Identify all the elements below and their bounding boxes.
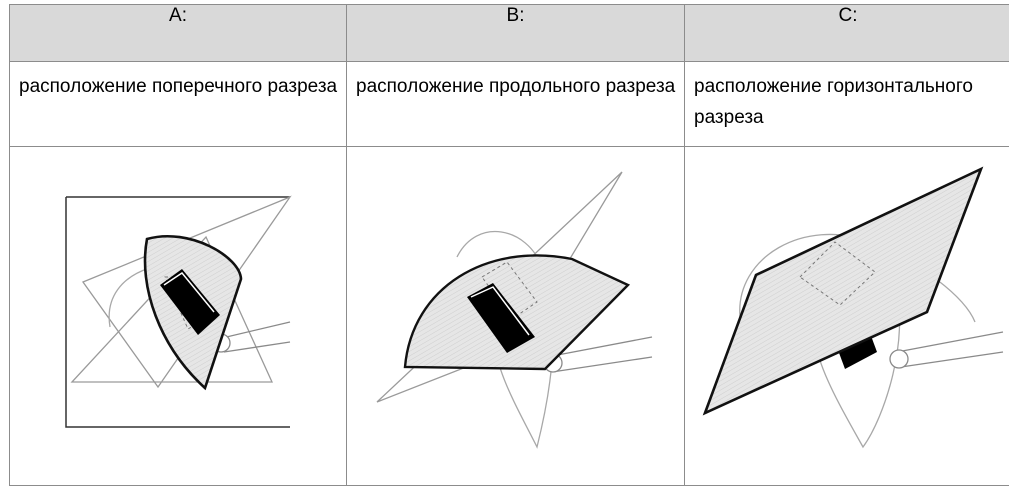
illustration-cell-a [9,146,347,486]
image-frame [65,196,290,428]
header-b: B: [346,4,685,62]
transverse-section-diagram [65,195,292,428]
transducer-head [889,349,909,369]
transverse-section-label: расположение поперечного разреза [19,76,338,97]
black-box [160,269,220,335]
black-box-highlight [163,271,215,313]
header-row: A: B: C: [9,4,1009,62]
horizontal-section-label: расположение горизонтального разреза [694,76,973,128]
longitudinal-section-label: расположение продольного разреза [356,76,676,97]
description-cell-a: расположение поперечного разреза [9,61,347,147]
description-cell-b: расположение продольного разреза [346,61,685,147]
transducer-handle [896,331,1004,368]
black-box-highlight [470,286,530,336]
longitudinal-section-diagram [376,171,653,449]
header-c: C: [684,4,1009,62]
description-cell-c: расположение горизонтального разреза [684,61,1009,147]
illustration-cell-b [346,146,685,486]
header-a: A: [9,4,347,62]
horizontal-plane-outline [70,235,274,383]
description-row: расположение поперечного разреза располо… [9,61,1009,147]
illustration-row [9,146,1009,486]
illustration-cell-c [684,146,1009,486]
horizontal-section-diagram [702,166,1004,449]
transducer-handle [546,336,653,373]
hidden-box-edges [799,241,876,306]
transducer-handle [217,321,291,353]
longitudinal-plane [403,254,631,371]
section-plane-table: A: B: C: расположение поперечного разрез… [9,4,1009,486]
horizontal-plane [702,166,984,416]
black-box [467,283,535,353]
